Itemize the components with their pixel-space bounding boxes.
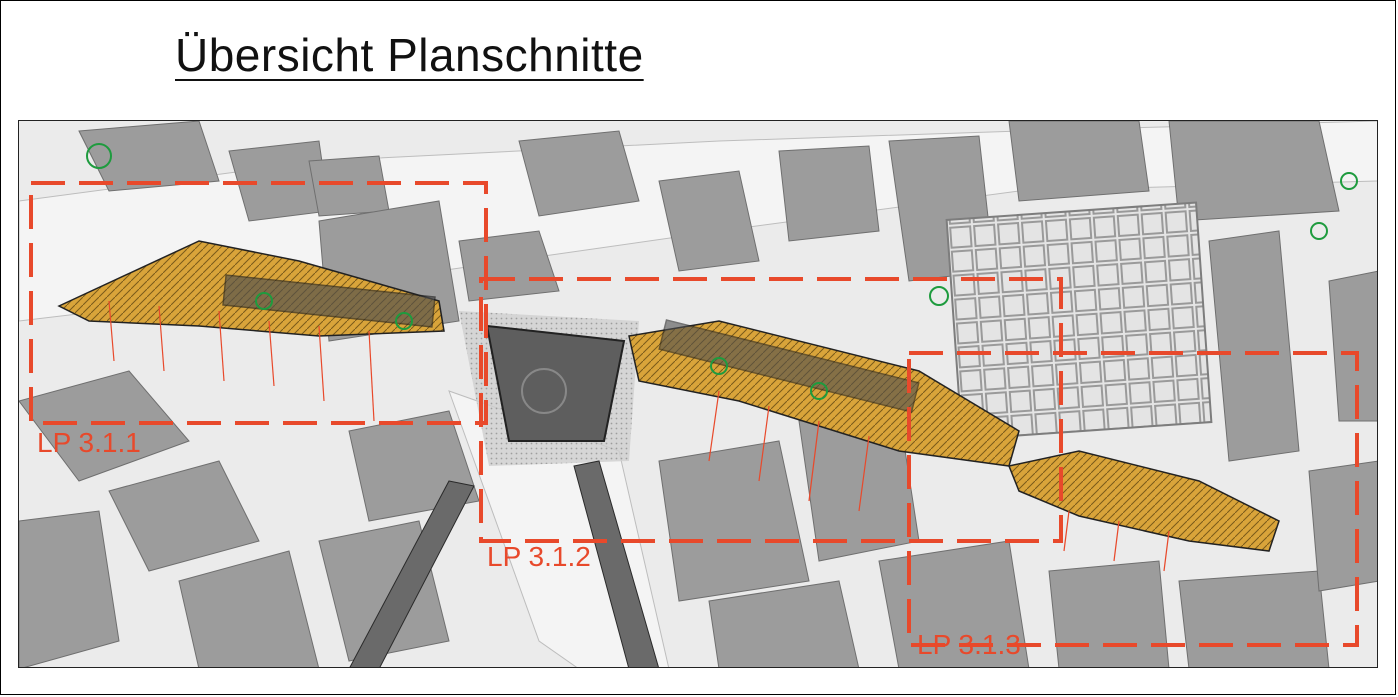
site-plan-map[interactable]: LP 3.1.1 LP 3.1.2 LP 3.1.3	[18, 120, 1378, 668]
section-label-lp-3-1-1: LP 3.1.1	[37, 427, 141, 458]
title-area: Übersicht Planschnitte	[0, 0, 1398, 120]
section-label-lp-3-1-3: LP 3.1.3	[917, 629, 1021, 660]
section-boundaries	[29, 181, 1359, 647]
section-label-lp-3-1-2: LP 3.1.2	[487, 541, 591, 572]
market-square	[945, 201, 1213, 441]
side-streets	[349, 460, 659, 667]
dimension-lines	[108, 300, 1170, 572]
site-plan-drawing	[19, 121, 1377, 667]
paving-zone	[57, 240, 1280, 552]
trees	[86, 143, 1358, 400]
page-title: Übersicht Planschnitte	[175, 29, 644, 81]
